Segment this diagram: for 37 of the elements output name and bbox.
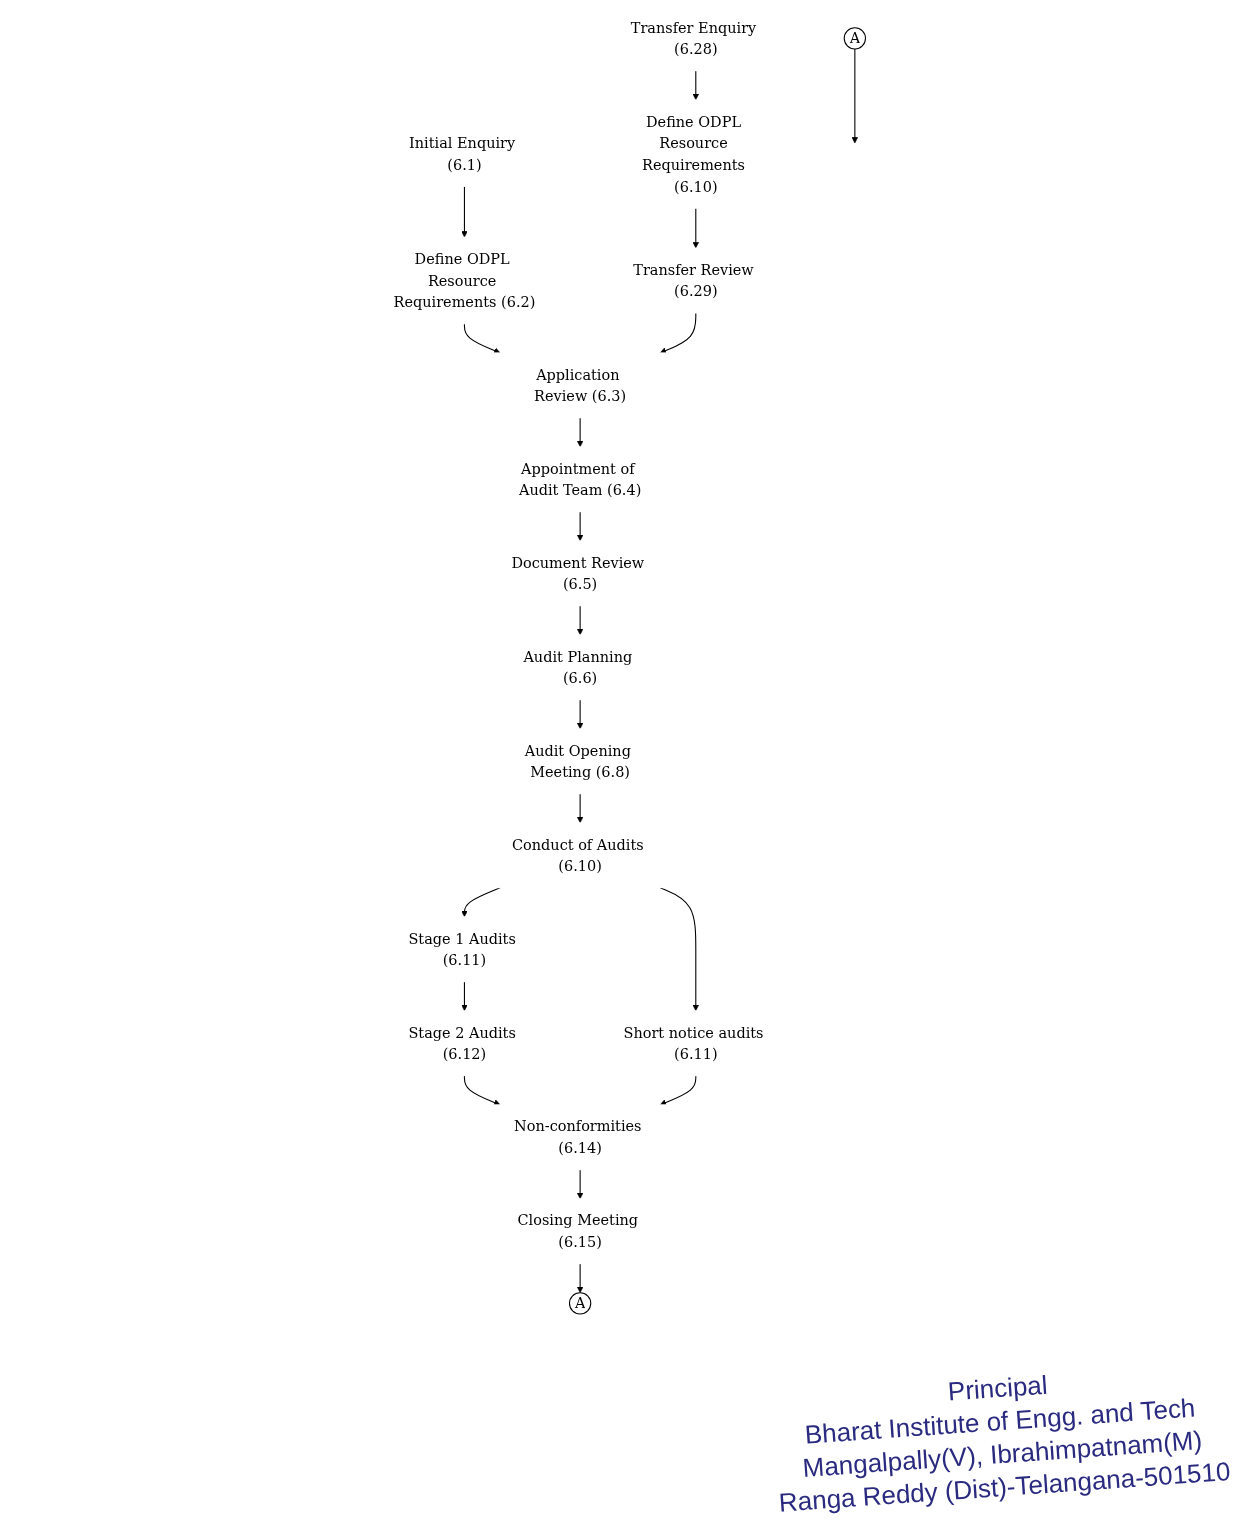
arrow	[461, 887, 501, 918]
node-text: Define ODPL Resource Requirements (6.10)	[642, 112, 745, 196]
arrow	[576, 511, 584, 542]
node-text: Transfer Enquiry (6.28)	[630, 18, 757, 58]
arrow	[576, 1263, 584, 1293]
arrow	[692, 70, 699, 101]
node-text: Transfer Review (6.29)	[633, 261, 754, 301]
node-text: Document Review (6.5)	[511, 553, 645, 593]
node-text: Define ODPL Resource Requirements (6.2)	[393, 250, 536, 311]
arrow	[461, 981, 468, 1012]
arrow	[461, 186, 468, 238]
node-circle: A	[843, 27, 867, 50]
node-text: Short notice audits (6.11)	[623, 1023, 764, 1063]
arrow	[851, 48, 859, 144]
arrow	[692, 207, 699, 249]
node-circle: A	[568, 1292, 592, 1315]
arrow	[659, 1075, 697, 1106]
arrow	[659, 887, 699, 1012]
arrow	[576, 1169, 584, 1199]
arrow	[576, 605, 584, 636]
node-text: Non-conformities (6.14)	[514, 1117, 642, 1157]
node-text: Appointment of Audit Team (6.4)	[518, 459, 642, 499]
arrow	[576, 699, 584, 730]
node-text: Audit Planning (6.6)	[523, 647, 633, 687]
arrow	[463, 323, 501, 354]
node-text: Stage 2 Audits (6.12)	[408, 1023, 516, 1063]
arrow	[576, 417, 584, 448]
arrow	[659, 312, 697, 354]
arrow	[463, 1075, 501, 1106]
node-text: Closing Meeting (6.15)	[517, 1211, 639, 1251]
node-text: Audit Opening Meeting (6.8)	[524, 741, 631, 781]
signatory-title: Principal	[945, 1368, 1050, 1409]
node-text: Conduct of Audits (6.10)	[511, 835, 644, 875]
node-text: Stage 1 Audits (6.11)	[408, 929, 516, 969]
node-text: Application Review (6.3)	[534, 365, 627, 405]
node-text: Initial Enquiry (6.1)	[409, 134, 516, 174]
arrow	[576, 793, 584, 824]
